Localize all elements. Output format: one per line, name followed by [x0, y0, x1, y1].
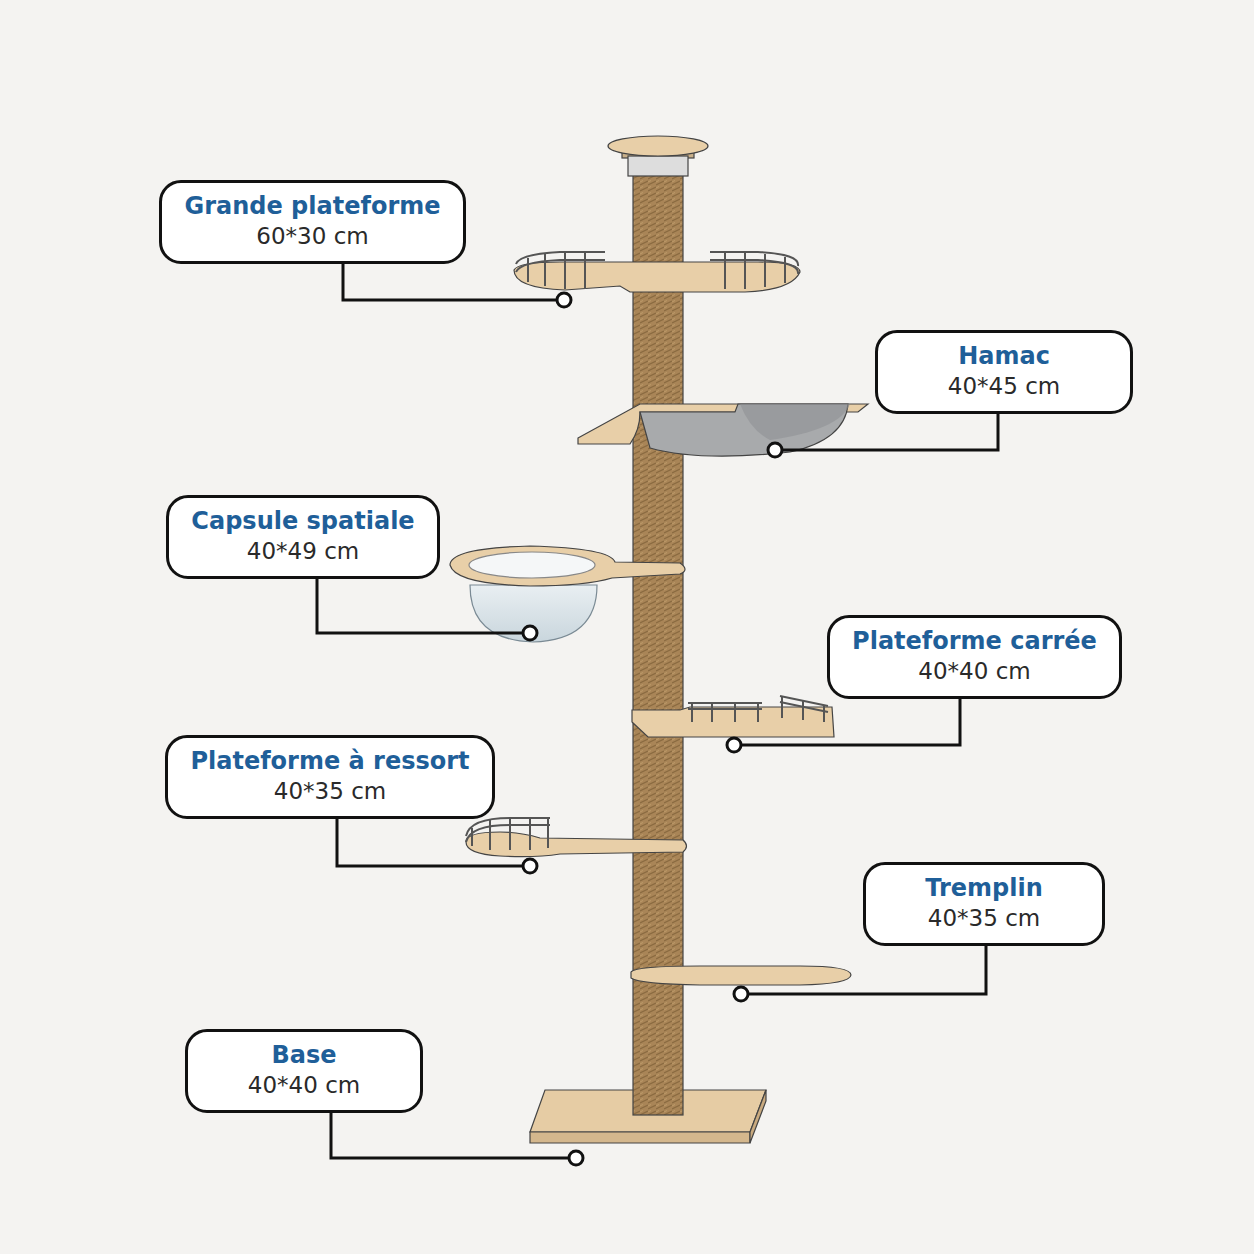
springboard — [631, 966, 851, 985]
cap-bracket — [628, 156, 688, 176]
dimension: 60*30 cm — [182, 221, 443, 251]
spring-platform — [466, 832, 687, 857]
dimension: 40*40 cm — [208, 1070, 400, 1100]
callout-box: Plateforme à ressort40*35 cm — [165, 735, 495, 819]
dimension: 40*49 cm — [189, 536, 417, 566]
part-name: Plateforme à ressort — [188, 746, 472, 776]
spring-platform-rails — [466, 818, 550, 850]
base-edge — [530, 1132, 750, 1143]
capsule-platform — [450, 546, 685, 586]
top-cap — [608, 136, 708, 156]
callout-box: Grande plateforme60*30 cm — [159, 180, 466, 264]
callout-box: Hamac40*45 cm — [875, 330, 1133, 414]
dimension: 40*35 cm — [886, 903, 1082, 933]
part-name: Tremplin — [886, 873, 1082, 903]
callout-box: Tremplin40*35 cm — [863, 862, 1105, 946]
callout-box: Plateforme carrée40*40 cm — [827, 615, 1122, 699]
part-name: Base — [208, 1040, 400, 1070]
callout-box: Base40*40 cm — [185, 1029, 423, 1113]
large-platform-rails — [516, 252, 798, 289]
base-side — [750, 1090, 766, 1143]
part-name: Grande plateforme — [182, 191, 443, 221]
leader-dots — [523, 293, 782, 1165]
callout-box: Capsule spatiale40*49 cm — [166, 495, 440, 579]
part-name: Hamac — [898, 341, 1110, 371]
part-name: Plateforme carrée — [850, 626, 1099, 656]
part-name: Capsule spatiale — [189, 506, 417, 536]
square-platform-rails — [688, 696, 828, 722]
dimension: 40*35 cm — [188, 776, 472, 806]
large-platform — [514, 262, 800, 292]
dimension: 40*40 cm — [850, 656, 1099, 686]
dimension: 40*45 cm — [898, 371, 1110, 401]
